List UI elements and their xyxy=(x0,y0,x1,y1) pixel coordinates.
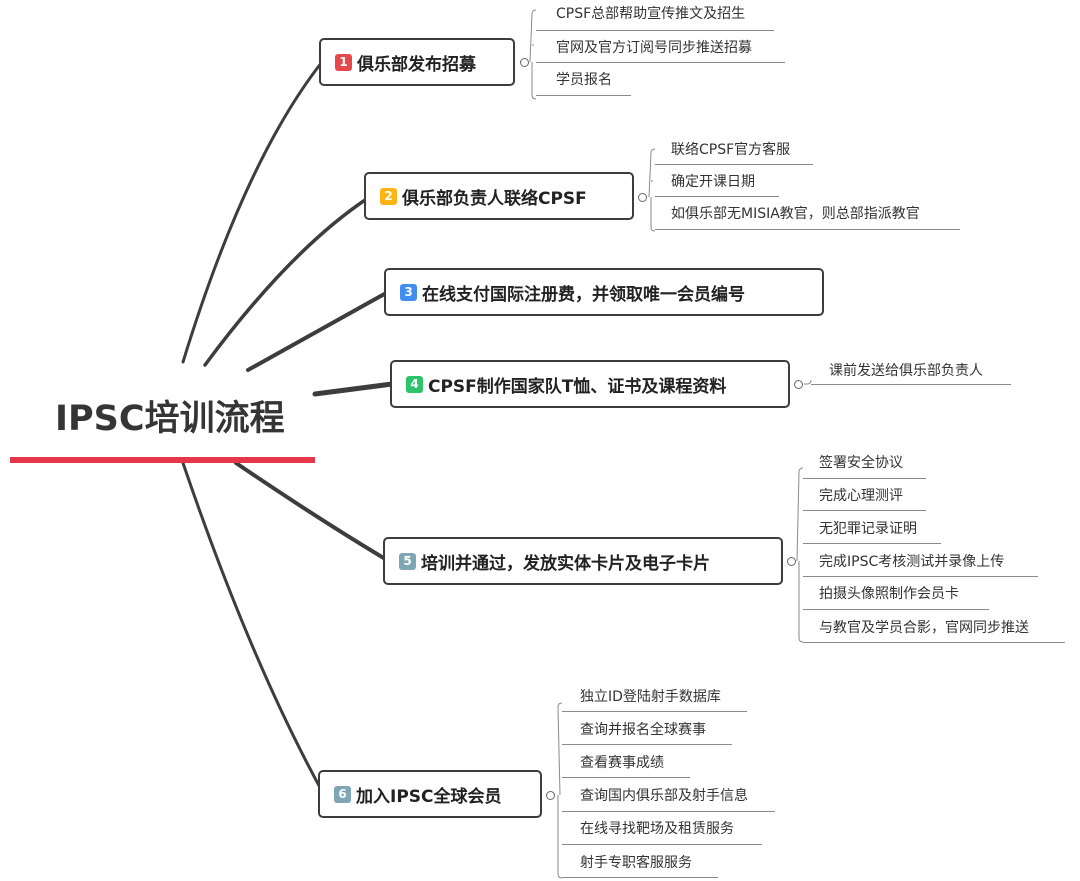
branch-node-3[interactable]: 3 在线支付国际注册费，并领取唯一会员编号 xyxy=(384,268,824,316)
leaf-5-3-underline xyxy=(803,543,941,544)
leaf-5-3: 无犯罪记录证明 xyxy=(819,521,917,537)
branch-label-5: 培训并通过，发放实体卡片及电子卡片 xyxy=(421,553,710,574)
collapse-toggle-5[interactable] xyxy=(787,557,796,566)
leaf-6-6: 射手专职客服服务 xyxy=(580,855,692,871)
badge-6: 6 xyxy=(334,785,351,803)
leaf-4-1-underline xyxy=(811,384,1011,385)
leaf-1-1-underline xyxy=(536,30,774,31)
leaf-2-3-underline xyxy=(655,229,960,230)
collapse-toggle-4[interactable] xyxy=(794,380,803,389)
leaf-5-2-underline xyxy=(803,510,926,511)
leaf-6-1: 独立ID登陆射手数据库 xyxy=(580,689,721,705)
root-connector-3 xyxy=(246,290,390,372)
root-title: IPSC培训流程 xyxy=(55,399,285,439)
leaf-5-2: 完成心理测评 xyxy=(819,488,903,504)
branch-label-1: 俱乐部发布招募 xyxy=(357,54,476,75)
leaf-5-1: 签署安全协议 xyxy=(819,455,903,471)
leaf-1-3-underline xyxy=(536,95,631,96)
leaf-2-1: 联络CPSF官方客服 xyxy=(671,142,791,158)
branch-node-4[interactable]: 4 CPSF制作国家队T恤、证书及课程资料 xyxy=(390,360,790,408)
root-connector-2 xyxy=(203,196,370,367)
collapse-toggle-6[interactable] xyxy=(546,791,555,800)
leaf-5-6-underline xyxy=(803,642,1065,643)
leaf-5-4-underline xyxy=(803,576,1038,577)
leaf-2-2: 确定开课日期 xyxy=(671,174,755,190)
branch-node-2[interactable]: 2 俱乐部负责人联络CPSF xyxy=(364,172,634,220)
badge-2: 2 xyxy=(380,187,397,205)
leaf-5-5: 拍摄头像照制作会员卡 xyxy=(819,586,959,602)
leaf-5-5-underline xyxy=(803,609,989,610)
leaf-1-1: CPSF总部帮助宣传推文及招生 xyxy=(556,6,746,22)
root-connector-5 xyxy=(234,461,389,562)
leaf-6-3-underline xyxy=(562,777,690,778)
leaf-6-5: 在线寻找靶场及租赁服务 xyxy=(580,821,734,837)
root-underline xyxy=(10,457,315,463)
leaf-6-5-underline xyxy=(562,844,762,845)
bracket-6 xyxy=(557,702,563,879)
leaf-1-3: 学员报名 xyxy=(556,72,612,88)
collapse-toggle-2[interactable] xyxy=(638,193,647,202)
badge-1: 1 xyxy=(335,53,352,71)
branch-node-6[interactable]: 6 加入IPSC全球会员 xyxy=(318,770,542,818)
branch-node-1[interactable]: 1 俱乐部发布招募 xyxy=(319,38,515,86)
leaf-2-2-underline xyxy=(655,196,779,197)
leaf-4-1: 课前发送给俱乐部负责人 xyxy=(829,363,983,379)
branch-label-2: 俱乐部负责人联络CPSF xyxy=(402,188,587,209)
bracket-1 xyxy=(529,9,537,100)
branch-label-6: 加入IPSC全球会员 xyxy=(356,786,502,807)
root-connector-4 xyxy=(312,381,395,397)
root-connector-6 xyxy=(181,461,325,795)
bracket-2 xyxy=(648,148,656,232)
leaf-5-4: 完成IPSC考核测试并录像上传 xyxy=(819,554,1005,570)
branch-node-5[interactable]: 5 培训并通过，发放实体卡片及电子卡片 xyxy=(383,537,783,585)
branch-label-3: 在线支付国际注册费，并领取唯一会员编号 xyxy=(422,284,745,305)
badge-5: 5 xyxy=(399,552,416,570)
leaf-6-3: 查看赛事成绩 xyxy=(580,755,664,771)
root-connector-1 xyxy=(181,60,324,364)
leaf-2-3: 如俱乐部无MISIA教官，则总部指派教官 xyxy=(671,206,920,222)
badge-3: 3 xyxy=(400,283,417,301)
leaf-2-1-underline xyxy=(655,164,813,165)
bracket-5 xyxy=(796,467,804,643)
leaf-1-2: 官网及官方订阅号同步推送招募 xyxy=(556,40,752,56)
leaf-5-1-underline xyxy=(803,478,926,479)
leaf-6-4: 查询国内俱乐部及射手信息 xyxy=(580,788,748,804)
leaf-6-1-underline xyxy=(562,711,747,712)
leaf-6-2-underline xyxy=(562,744,732,745)
leaf-6-4-underline xyxy=(562,811,775,812)
leaf-1-2-underline xyxy=(536,62,785,63)
leaf-6-2: 查询并报名全球赛事 xyxy=(580,722,706,738)
leaf-5-6: 与教官及学员合影，官网同步推送 xyxy=(819,620,1029,636)
branch-label-4: CPSF制作国家队T恤、证书及课程资料 xyxy=(428,376,727,397)
leaf-6-6-underline xyxy=(562,877,718,878)
bracket-4 xyxy=(804,379,812,385)
collapse-toggle-1[interactable] xyxy=(520,58,529,67)
badge-4: 4 xyxy=(406,375,423,393)
